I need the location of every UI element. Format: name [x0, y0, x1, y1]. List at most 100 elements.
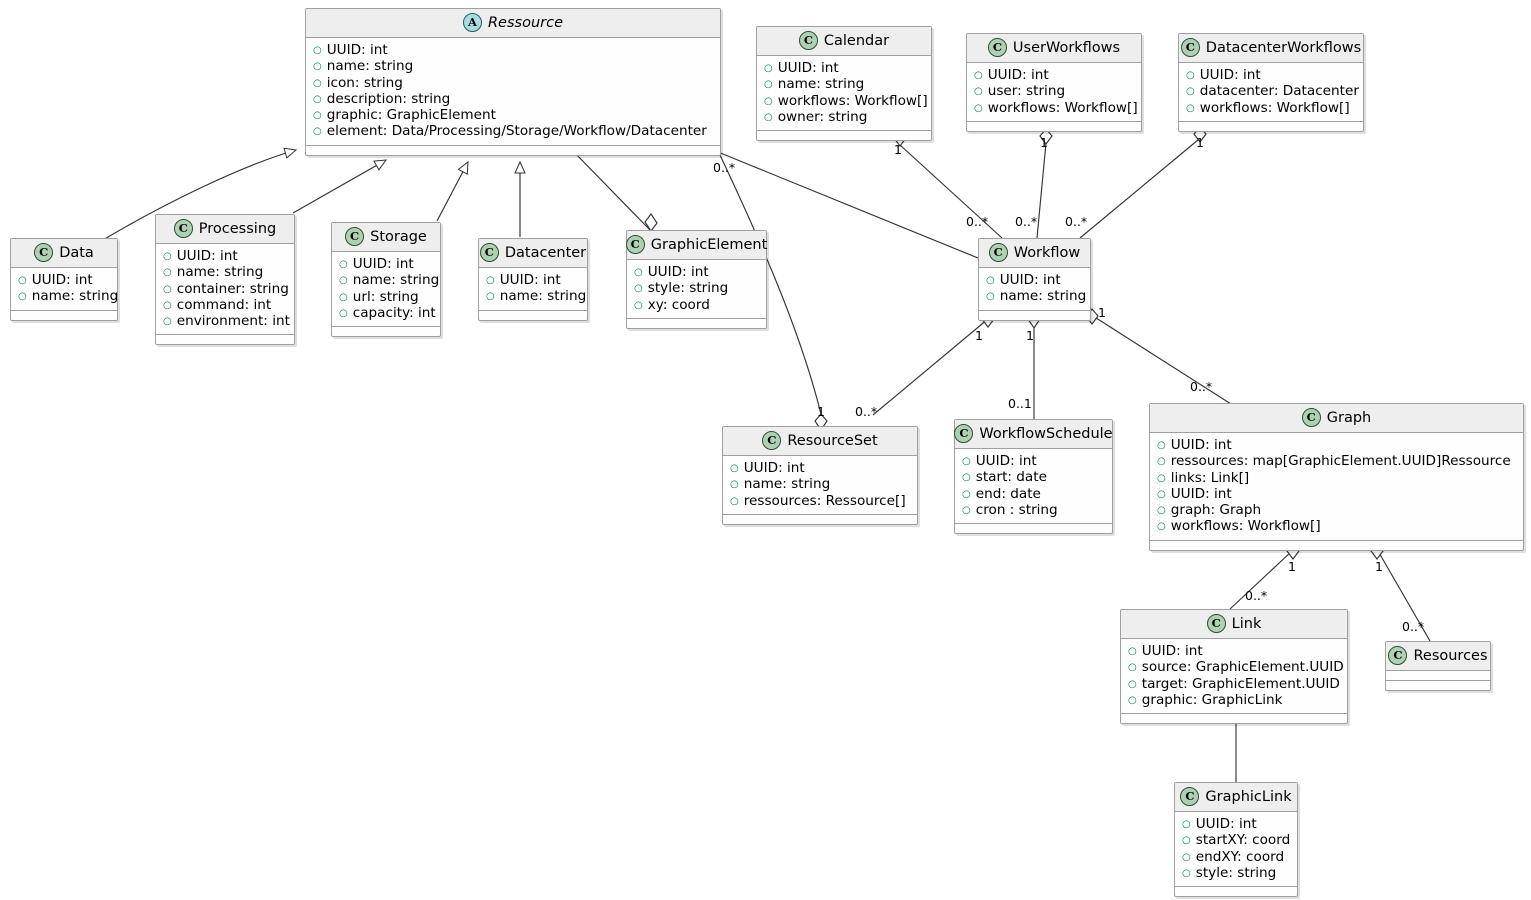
- attribute-label: element: Data/Processing/Storage/Workflo…: [326, 123, 707, 140]
- class-methods-compartment: [1175, 887, 1297, 896]
- attribute-label: container: string: [176, 280, 289, 297]
- class-methods-compartment: [11, 311, 117, 320]
- attribute-row: ○ UUID: int: [313, 42, 712, 58]
- attribute-row: ○command: int: [163, 297, 286, 313]
- class-methods-compartment: [1121, 714, 1347, 723]
- attribute-row: ○element: Data/Processing/Storage/Workfl…: [313, 123, 712, 139]
- attribute-row: ○name: string: [18, 288, 118, 304]
- class-icon: C: [987, 38, 1007, 57]
- attribute-row: ○UUID: int: [764, 60, 923, 76]
- attribute-label: name: string: [31, 288, 119, 305]
- visibility-public-icon: ○: [313, 45, 322, 56]
- class-methods-compartment: [955, 524, 1112, 533]
- attribute-label: name: string: [499, 288, 587, 305]
- attribute-label: cron : string: [975, 501, 1058, 518]
- edge-ressource-graphicelement: [571, 149, 652, 232]
- visibility-public-icon: ○: [486, 275, 495, 286]
- attribute-row: ○UUID: int: [1128, 643, 1339, 659]
- visibility-public-icon: ○: [313, 93, 322, 105]
- attribute-row: ○startXY: coord: [1182, 832, 1290, 848]
- multiplicity-label: 0..*: [855, 404, 878, 419]
- attribute-row: ○name: string: [986, 288, 1086, 304]
- attribute-label: workflows: Workflow[]: [1170, 518, 1321, 535]
- attribute-row: ○url: string: [339, 289, 432, 305]
- visibility-public-icon: ○: [339, 259, 348, 270]
- class-name-userworkflows: UserWorkflows: [1012, 39, 1121, 56]
- attribute-row: ○UUID: int: [1157, 437, 1515, 453]
- class-name-processing: Processing: [198, 220, 277, 237]
- attribute-label: UUID: int: [31, 272, 93, 288]
- visibility-public-icon: ○: [764, 63, 773, 74]
- visibility-public-icon: ○: [1157, 488, 1166, 500]
- class-methods-compartment: [979, 311, 1090, 320]
- visibility-public-icon: ○: [730, 495, 739, 507]
- edge-processing-inherits-ressource: [292, 159, 388, 214]
- attribute-label: workflows: Workflow[]: [1199, 99, 1350, 116]
- visibility-public-icon: ○: [962, 456, 971, 467]
- attribute-label: name: string: [777, 76, 865, 93]
- visibility-public-icon: ○: [1182, 851, 1191, 863]
- attribute-label: url: string: [352, 288, 419, 305]
- visibility-public-icon: ○: [1182, 835, 1191, 847]
- visibility-public-icon: ○: [1128, 694, 1137, 706]
- multiplicity-label: 0..1: [1008, 396, 1032, 411]
- visibility-public-icon: ○: [764, 111, 773, 123]
- visibility-public-icon: ○: [634, 299, 643, 311]
- attribute-label: UUID: int: [1141, 643, 1203, 659]
- attribute-row: ○ endXY: coord: [1182, 849, 1289, 865]
- attribute-label: source: GraphicElement.UUID: [1141, 659, 1344, 676]
- attribute-row: ○ressources: map[GraphicElement.UUID]Res…: [1157, 453, 1515, 469]
- attribute-row: ○UUID: int: [1157, 486, 1515, 502]
- attribute-row: ○description: string: [313, 91, 712, 107]
- attribute-label: environment: int: [176, 313, 290, 330]
- multiplicity-label: 0..*: [966, 214, 989, 229]
- class-icon: C: [1180, 787, 1200, 806]
- class-attributes-workflowschedule: ○UUID: int○start: date○end: date○cron : …: [955, 449, 1112, 525]
- class-attributes-ressource: ○UUID: int○name: string○icon: string○des…: [306, 38, 720, 146]
- attribute-label: UUID: int: [326, 42, 388, 58]
- attribute-label: start: date: [975, 469, 1047, 486]
- attribute-label: style: string: [647, 280, 729, 297]
- visibility-public-icon: ○: [634, 283, 643, 295]
- class-icon: C: [625, 235, 645, 254]
- multiplicity-label: 0..*: [1190, 379, 1213, 394]
- attribute-row: ○name: string: [163, 264, 286, 280]
- attribute-row: ○UUID: int: [1182, 816, 1289, 832]
- class-name-resourceset: ResourceSet: [787, 432, 878, 449]
- visibility-public-icon: ○: [730, 463, 739, 474]
- edge-storage-inherits-ressource: [436, 160, 469, 222]
- attribute-label: UUID: int: [176, 248, 238, 264]
- attribute-label: name: string: [176, 264, 264, 281]
- attribute-label: endXY: coord: [1195, 848, 1285, 865]
- visibility-public-icon: ○: [163, 251, 172, 262]
- attribute-row: ○ UUID: int: [163, 248, 286, 264]
- visibility-public-icon: ○: [1128, 662, 1137, 674]
- attribute-label: UUID: int: [975, 453, 1037, 469]
- multiplicity-label: 1: [1026, 328, 1034, 343]
- attribute-row: ○UUID: int: [986, 272, 1082, 288]
- class-methods-compartment: [967, 122, 1141, 131]
- class-methods-compartment: [627, 319, 766, 328]
- class-attributes-datacenter: ○UUID: int○name: string: [479, 268, 587, 311]
